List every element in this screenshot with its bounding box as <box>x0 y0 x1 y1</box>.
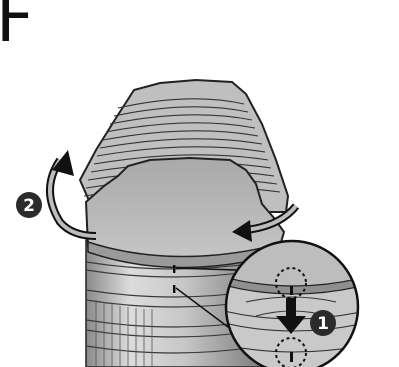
hood-index-mark <box>173 265 176 273</box>
corner-letter: F <box>0 0 34 57</box>
rotate-arrow-left <box>46 150 97 240</box>
grip-lines <box>95 300 153 367</box>
highlight-barrel-mark <box>275 337 307 367</box>
highlight-hood-mark <box>275 267 307 299</box>
step-2-badge: 2 <box>16 192 42 218</box>
barrel-index-mark <box>173 285 176 293</box>
align-down-arrow <box>276 298 306 334</box>
zoom-hood-mark <box>290 286 293 295</box>
lens-hood <box>78 78 290 273</box>
step-2-label: 2 <box>23 196 35 216</box>
step-1-badge: 1 <box>310 310 336 336</box>
zoom-barrel-mark <box>290 352 293 362</box>
magnifier-leader-lines <box>175 267 237 331</box>
arrow-head-left <box>232 220 252 242</box>
rotate-arrow-right <box>232 203 300 242</box>
magnifier-detail <box>224 239 360 367</box>
arrow-head-up <box>52 150 74 176</box>
step-1-label: 1 <box>317 314 329 334</box>
